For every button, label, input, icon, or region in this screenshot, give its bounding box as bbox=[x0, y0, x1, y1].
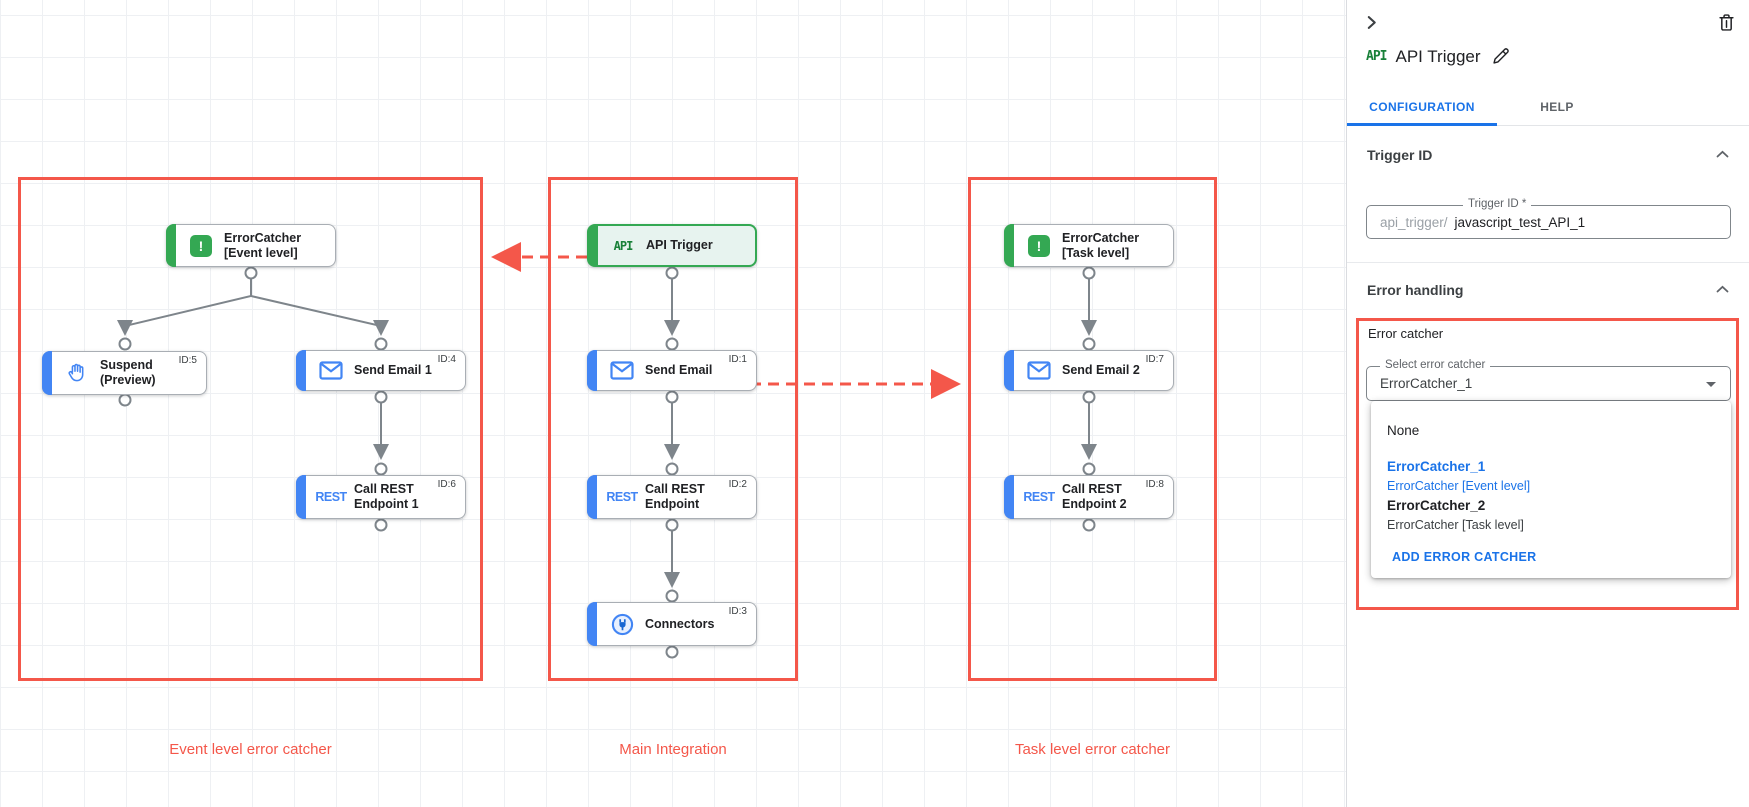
dropdown-option-errorcatcher-2[interactable]: ErrorCatcher_2 bbox=[1387, 498, 1486, 513]
main-integration-label: Main Integration bbox=[619, 741, 727, 758]
collapse-panel-button[interactable] bbox=[1362, 13, 1381, 32]
trigger-id-value[interactable]: javascript_test_API_1 bbox=[1454, 214, 1586, 230]
node-label: ErrorCatcher [Event level] bbox=[224, 230, 302, 260]
node-id-badge: ID:5 bbox=[178, 355, 197, 366]
node-connectors[interactable]: Connectors ID:3 bbox=[587, 602, 757, 646]
rest-icon: REST bbox=[1023, 490, 1055, 504]
api-trigger-icon: API bbox=[613, 238, 634, 253]
node-accent bbox=[1004, 475, 1014, 519]
error-catcher-highlight-box bbox=[1356, 318, 1739, 610]
trash-icon bbox=[1719, 14, 1734, 34]
node-label: ErrorCatcher [Task level] bbox=[1062, 230, 1140, 260]
task-level-error-catcher-label: Task level error catcher bbox=[1014, 741, 1171, 758]
node-api-trigger[interactable]: API API Trigger bbox=[587, 224, 757, 267]
edit-title-button[interactable] bbox=[1490, 46, 1511, 67]
node-label: Connectors bbox=[645, 616, 715, 631]
node-id-badge: ID:7 bbox=[1145, 354, 1164, 365]
node-label: API Trigger bbox=[646, 238, 713, 252]
add-error-catcher-button[interactable]: ADD ERROR CATCHER bbox=[1392, 550, 1537, 564]
node-id-badge: ID:4 bbox=[437, 354, 456, 365]
trigger-id-prefix: api_trigger/ bbox=[1380, 214, 1448, 230]
node-label: Send Email 1 bbox=[354, 363, 432, 377]
node-accent bbox=[42, 351, 52, 395]
trigger-id-field[interactable]: Trigger ID * api_trigger/ javascript_tes… bbox=[1366, 198, 1731, 239]
error-catcher-group-label: Error catcher bbox=[1368, 326, 1444, 341]
node-send-email-2[interactable]: Send Email 2 ID:7 bbox=[1004, 350, 1174, 391]
collapse-trigger-id-section-button[interactable] bbox=[1714, 148, 1731, 160]
node-label: Send Email 2 bbox=[1062, 363, 1140, 377]
rest-icon: REST bbox=[315, 490, 347, 504]
error-catcher-icon: ! bbox=[1025, 234, 1053, 257]
node-accent bbox=[588, 225, 598, 266]
node-accent bbox=[296, 350, 306, 391]
select-error-catcher-label: Select error catcher bbox=[1380, 359, 1491, 371]
node-call-rest-endpoint-2[interactable]: REST Call REST Endpoint 2 ID:8 bbox=[1004, 475, 1174, 519]
dropdown-option-errorcatcher-2-sub[interactable]: ErrorCatcher [Task level] bbox=[1387, 518, 1524, 532]
trigger-id-field-label: Trigger ID * bbox=[1463, 198, 1532, 210]
trigger-id-section-heading: Trigger ID bbox=[1367, 147, 1433, 163]
tab-help[interactable]: HELP bbox=[1540, 100, 1574, 114]
node-accent bbox=[166, 224, 176, 267]
panel-title: API Trigger bbox=[1395, 46, 1481, 66]
node-accent bbox=[1004, 350, 1014, 391]
email-icon bbox=[317, 361, 345, 380]
integration-canvas[interactable]: ! ErrorCatcher [Event level] Suspend (Pr… bbox=[0, 0, 1346, 807]
node-accent bbox=[587, 602, 597, 646]
node-label: Call REST Endpoint bbox=[645, 482, 705, 511]
node-send-email-1[interactable]: Send Email 1 ID:4 bbox=[296, 350, 466, 391]
error-catcher-dropdown: None ErrorCatcher_1 ErrorCatcher [Event … bbox=[1371, 401, 1731, 578]
node-id-badge: ID:1 bbox=[728, 354, 747, 365]
task-level-error-catcher-box bbox=[968, 177, 1217, 681]
api-trigger-type-icon: API bbox=[1366, 49, 1388, 64]
collapse-error-handling-section-button[interactable] bbox=[1714, 283, 1731, 295]
node-id-badge: ID:2 bbox=[728, 479, 747, 490]
active-tab-underline bbox=[1347, 123, 1497, 126]
node-label: Call REST Endpoint 1 bbox=[354, 482, 419, 511]
node-label: Send Email bbox=[645, 363, 713, 377]
event-level-error-catcher-box bbox=[18, 177, 483, 681]
delete-trigger-button[interactable] bbox=[1717, 12, 1736, 33]
chevron-up-icon bbox=[1716, 281, 1729, 296]
node-send-email[interactable]: Send Email ID:1 bbox=[587, 350, 757, 391]
error-catcher-icon: ! bbox=[187, 234, 215, 257]
node-accent bbox=[587, 475, 597, 519]
caret-down-icon bbox=[1706, 382, 1716, 387]
select-error-catcher-field[interactable]: Select error catcher ErrorCatcher_1 bbox=[1366, 359, 1731, 401]
node-label: Suspend (Preview) bbox=[100, 358, 156, 387]
node-id-badge: ID:6 bbox=[437, 479, 456, 490]
node-label: Call REST Endpoint 2 bbox=[1062, 482, 1127, 511]
pencil-icon bbox=[1492, 48, 1509, 68]
tab-configuration[interactable]: CONFIGURATION bbox=[1347, 88, 1497, 126]
dropdown-option-errorcatcher-1-sub[interactable]: ErrorCatcher [Event level] bbox=[1387, 479, 1531, 493]
email-icon bbox=[608, 361, 636, 380]
chevron-up-icon bbox=[1716, 146, 1729, 161]
suspend-hand-icon bbox=[63, 362, 91, 384]
node-id-badge: ID:8 bbox=[1145, 479, 1164, 490]
main-integration-box bbox=[548, 177, 798, 681]
connectors-plug-icon bbox=[608, 613, 636, 636]
dropdown-option-none[interactable]: None bbox=[1387, 423, 1420, 438]
dropdown-option-errorcatcher-1[interactable]: ErrorCatcher_1 bbox=[1387, 459, 1486, 474]
node-accent bbox=[1004, 224, 1014, 267]
node-suspend[interactable]: Suspend (Preview) ID:5 bbox=[42, 351, 207, 395]
node-accent bbox=[587, 350, 597, 391]
trigger-config-panel: API API Trigger CONFIGURATION HELP Trigg… bbox=[1346, 0, 1749, 807]
node-call-rest-endpoint-1[interactable]: REST Call REST Endpoint 1 ID:6 bbox=[296, 475, 466, 519]
error-handling-section-heading: Error handling bbox=[1367, 282, 1464, 298]
section-divider bbox=[1347, 262, 1749, 263]
node-errorcatcher-task-level[interactable]: ! ErrorCatcher [Task level] bbox=[1004, 224, 1174, 267]
rest-icon: REST bbox=[606, 490, 638, 504]
chevron-right-icon bbox=[1364, 16, 1379, 33]
panel-tabs: CONFIGURATION HELP bbox=[1347, 88, 1749, 126]
select-error-catcher-value: ErrorCatcher_1 bbox=[1380, 376, 1473, 391]
email-icon bbox=[1025, 361, 1053, 380]
node-accent bbox=[296, 475, 306, 519]
node-errorcatcher-event-level[interactable]: ! ErrorCatcher [Event level] bbox=[166, 224, 336, 267]
node-id-badge: ID:3 bbox=[728, 606, 747, 617]
event-level-error-catcher-label: Event level error catcher bbox=[169, 741, 332, 758]
node-call-rest-endpoint[interactable]: REST Call REST Endpoint ID:2 bbox=[587, 475, 757, 519]
